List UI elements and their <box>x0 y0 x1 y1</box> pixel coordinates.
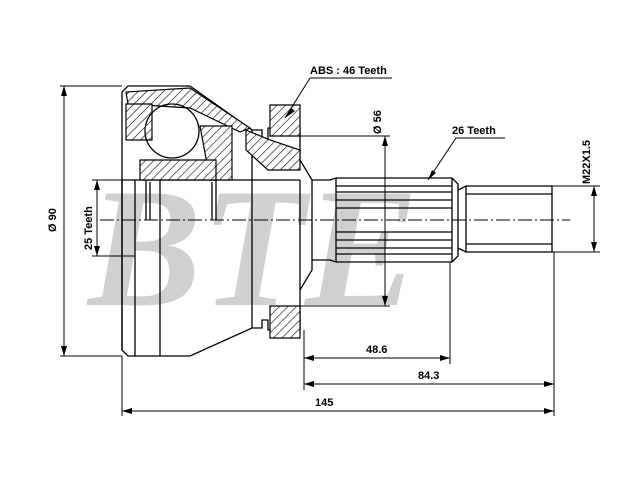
threaded-end <box>457 185 553 253</box>
abs-ring-bottom <box>269 305 301 339</box>
dim-shaft-length: 84.3 <box>303 252 555 416</box>
total-length-label: 145 <box>315 397 333 409</box>
ball <box>144 103 200 159</box>
abs-label: ABS : 46 Teeth <box>310 65 387 77</box>
leader-outer-spline: 26 Teeth <box>427 125 505 181</box>
inner-spline-label: 25 Teeth <box>83 206 95 250</box>
cage-hatch-left <box>125 103 153 141</box>
housing-bell <box>121 85 313 357</box>
flange-hatch <box>245 129 301 171</box>
dim-thread: M22X1.5 <box>552 140 600 253</box>
outer-diameter-label: Ø 90 <box>47 208 59 232</box>
shaft-length-label: 84.3 <box>418 370 439 382</box>
dim-outer-diameter: Ø 90 <box>47 85 122 357</box>
thread-label: M22X1.5 <box>581 140 593 184</box>
dim-inner-spline: 25 Teeth <box>83 179 135 257</box>
dim-spline-length: 48.6 <box>303 262 451 364</box>
dim-flange-diameter: Ø 56 <box>300 110 390 307</box>
outer-spline-label: 26 Teeth <box>452 125 496 137</box>
flange-diameter-label: Ø 56 <box>372 110 384 134</box>
spline-length-label: 48.6 <box>366 344 387 356</box>
inner-race-hatch <box>139 159 217 181</box>
dim-total-length: 145 <box>121 356 554 416</box>
abs-ring-top <box>269 104 301 137</box>
leader-abs: ABS : 46 Teeth <box>284 65 392 119</box>
